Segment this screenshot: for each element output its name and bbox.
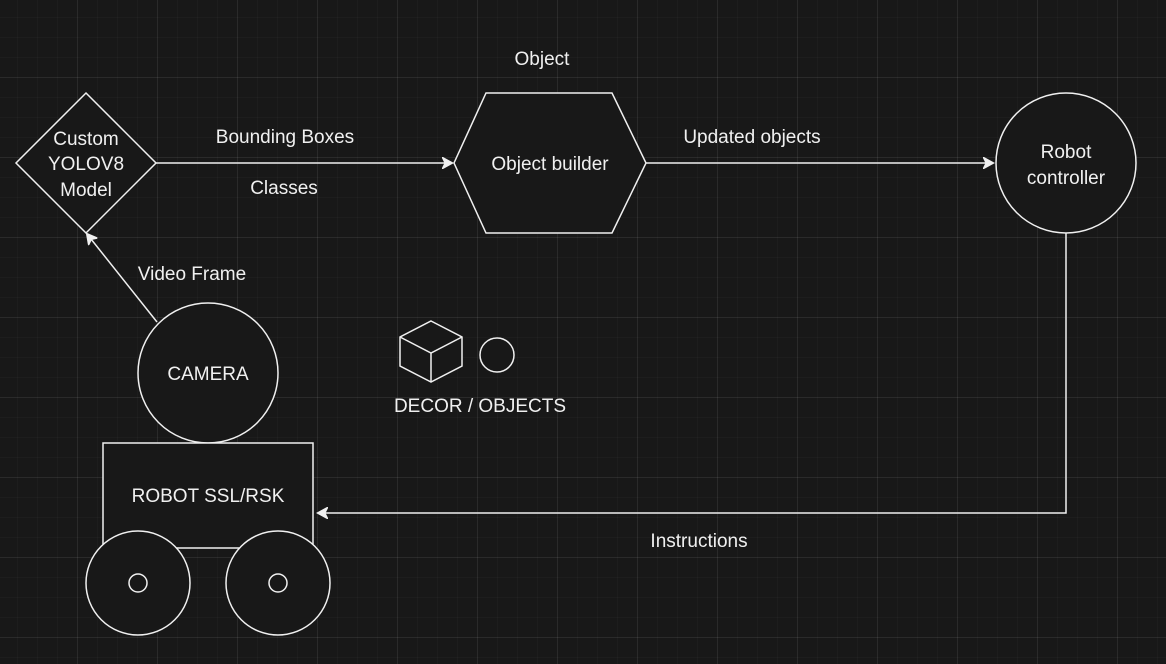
robot-wheel-right — [225, 530, 331, 636]
object-builder-node[interactable]: Object builder — [453, 92, 647, 234]
cube-icon — [399, 320, 463, 383]
object-builder-label: Object builder — [491, 154, 609, 175]
edge-label-bounding-boxes: Bounding Boxes — [216, 127, 354, 148]
camera-node[interactable]: CAMERA — [137, 302, 279, 444]
decor-label: DECOR / OBJECTS — [394, 396, 566, 417]
robot-controller-circle-shape — [995, 92, 1137, 234]
model-label-line-1: Custom — [53, 129, 118, 150]
ball-icon — [479, 337, 515, 373]
edge-controller-to-robot — [318, 233, 1067, 513]
robot-label: ROBOT SSL/RSK — [132, 486, 285, 507]
robot-controller-label-line-1: Robot — [1041, 142, 1092, 163]
wheel-left-hub — [128, 573, 148, 593]
edge-label-instructions: Instructions — [650, 531, 747, 552]
camera-label: CAMERA — [167, 364, 249, 385]
edge-label-video-frame: Video Frame — [138, 264, 246, 285]
object-caption: Object — [515, 49, 571, 70]
robot-controller-label-line-2: controller — [1027, 168, 1106, 189]
model-label-line-3: Model — [60, 180, 112, 201]
edge-label-classes: Classes — [250, 178, 318, 199]
object-builder-hexagon-shape — [453, 92, 647, 234]
model-node[interactable]: Custom YOLOV8 Model — [14, 91, 158, 235]
edge-camera-to-model — [87, 234, 158, 323]
model-diamond-shape — [14, 91, 158, 235]
edge-label-updated-objects: Updated objects — [683, 127, 820, 148]
robot-controller-node[interactable]: Robot controller — [995, 92, 1137, 234]
wheel-right-hub — [268, 573, 288, 593]
model-label-line-2: YOLOV8 — [48, 154, 124, 175]
robot-wheel-left — [85, 530, 191, 636]
